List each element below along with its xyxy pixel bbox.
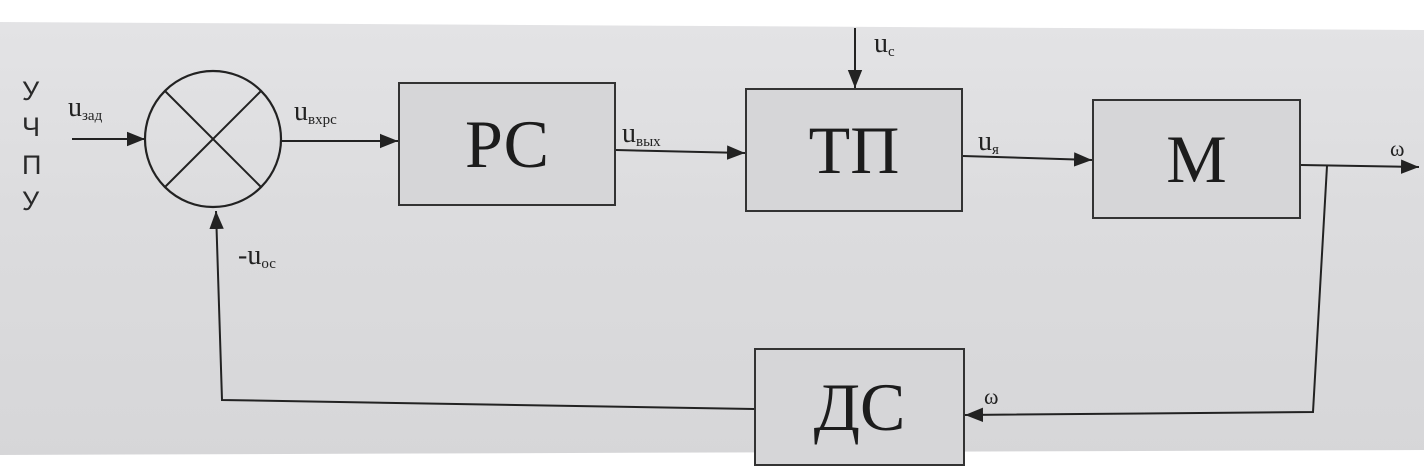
label-u-vh-rs: uвхрс bbox=[294, 96, 337, 128]
label-u-ya: uя bbox=[978, 126, 999, 158]
block-tp: ТП bbox=[745, 88, 963, 212]
label-u-zad: uзад bbox=[68, 92, 103, 124]
feedback-branch-line bbox=[964, 165, 1328, 423]
label-omega-output: ω bbox=[1390, 136, 1405, 161]
ds-to-junction-line bbox=[209, 210, 755, 410]
output-arrow bbox=[1300, 159, 1420, 174]
block-ds: ДС bbox=[754, 348, 965, 466]
side-letter-1: У bbox=[22, 76, 40, 106]
summing-junction bbox=[143, 69, 283, 209]
label-u-os: -uос bbox=[238, 240, 276, 272]
side-letter-2: Ч bbox=[22, 112, 40, 142]
block-m: М bbox=[1092, 99, 1301, 219]
rs-to-tp-arrow bbox=[615, 145, 746, 160]
block-rs: РС bbox=[398, 82, 616, 206]
label-u-vyh: uвых bbox=[622, 118, 661, 150]
tp-to-m-arrow bbox=[962, 152, 1093, 167]
label-omega-feedback: ω bbox=[984, 384, 999, 409]
side-letter-3: П bbox=[22, 150, 42, 180]
label-u-s: uc bbox=[874, 28, 895, 60]
side-letter-4: У bbox=[22, 186, 40, 216]
